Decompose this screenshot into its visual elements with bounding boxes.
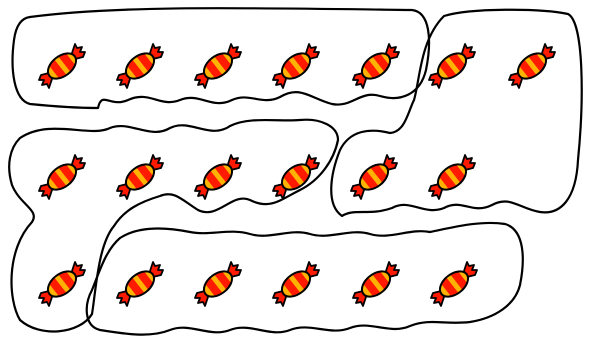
wrapped-candy-icon — [39, 44, 85, 88]
wrapped-candy-icon — [351, 155, 397, 199]
group-middle-left-and-bottom-left — [9, 120, 338, 332]
wrapped-candy-icon — [39, 155, 85, 199]
wrapped-candy-icon — [431, 262, 477, 306]
wrapped-candy-icon — [117, 155, 163, 199]
wrapped-candy-icon — [353, 262, 399, 306]
wrapped-candy-icon — [429, 155, 475, 199]
wrapped-candy-icon — [429, 44, 475, 88]
candies-layer — [39, 44, 555, 306]
wrapped-candy-icon — [195, 44, 241, 88]
wrapped-candy-icon — [195, 262, 241, 306]
wrapped-candy-icon — [117, 44, 163, 88]
wrapped-candy-icon — [117, 262, 163, 306]
wrapped-candy-icon — [273, 262, 319, 306]
wrapped-candy-icon — [353, 44, 399, 88]
wrapped-candy-icon — [509, 44, 555, 88]
wrapped-candy-icon — [273, 44, 319, 88]
wrapped-candy-icon — [195, 155, 241, 199]
wrapped-candy-icon — [39, 262, 85, 306]
